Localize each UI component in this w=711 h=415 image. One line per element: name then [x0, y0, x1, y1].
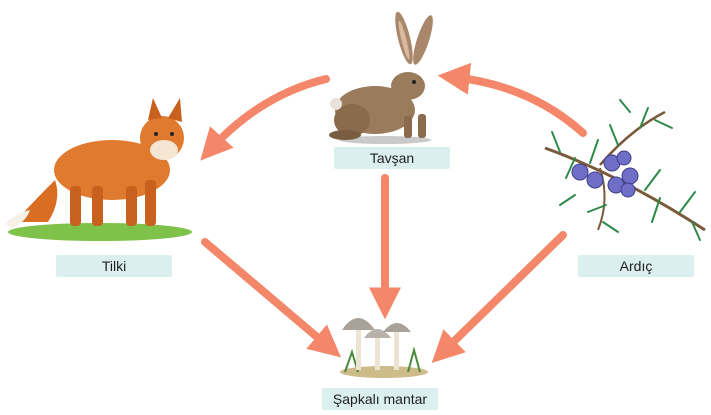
arrow-ardic-to-tavsan [437, 62, 587, 137]
label-mantar: Şapkalı mantar [322, 388, 438, 410]
juniper-branch-icon [544, 99, 706, 241]
arrow-tilki-to-mantar [201, 238, 341, 358]
arrows [200, 62, 587, 364]
arrow-tavsan-to-tilki [200, 75, 330, 161]
label-tavsan: Tavşan [334, 147, 450, 169]
label-ardic: Ardıç [578, 255, 694, 277]
fox-icon [5, 98, 192, 241]
hare-icon [329, 11, 433, 144]
arrow-ardic-to-mantar [431, 231, 567, 364]
label-tilki: Tilki [56, 255, 172, 277]
mushroom-icon [340, 318, 428, 378]
